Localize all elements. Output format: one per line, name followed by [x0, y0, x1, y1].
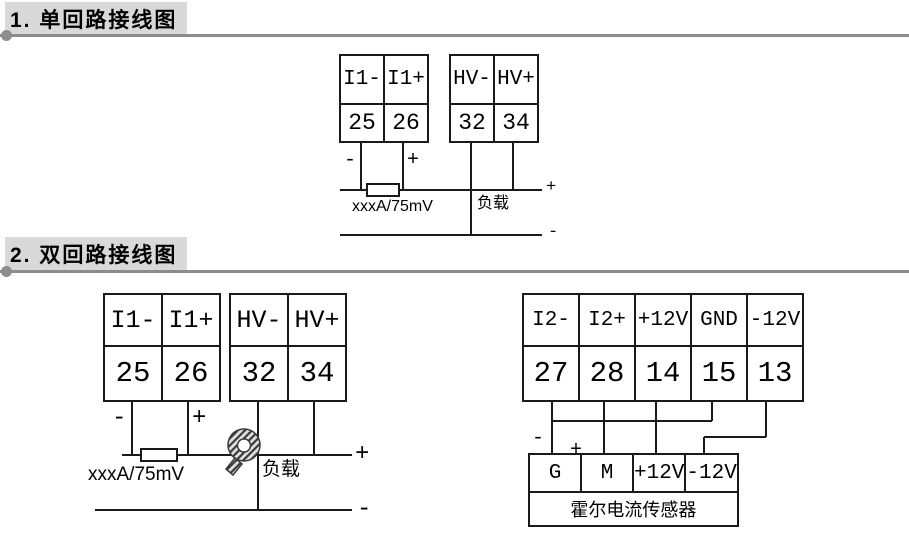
- sensor-terminal-cell: +12V: [631, 453, 687, 493]
- s2-shunt-resistor-symbol: [140, 448, 178, 462]
- terminal-label-cell: I2-: [522, 293, 580, 347]
- terminal-number-cell: 32: [229, 345, 289, 402]
- terminal-label-cell: GND: [690, 293, 748, 347]
- terminal-label-cell: I2+: [578, 293, 636, 347]
- s1-output-minus: -: [548, 223, 559, 242]
- terminal-label-cell: HV-: [449, 54, 495, 105]
- section2-title: 2. 双回路接线图: [5, 237, 188, 272]
- terminal-number-cell: 14: [634, 345, 692, 402]
- s1-load-label: 负载: [477, 195, 510, 212]
- s2-output-plus: +: [355, 441, 370, 468]
- s2-polarity-plus: +: [192, 405, 207, 432]
- terminal-label-row: I1- I1+: [339, 54, 429, 105]
- s1-polarity-plus: +: [407, 149, 420, 172]
- terminal-number-cell: 27: [522, 345, 580, 402]
- terminal-label-row: I1- I1+: [103, 293, 221, 347]
- terminal-number-cell: 15: [690, 345, 748, 402]
- terminal-label-row: HV- HV+: [229, 293, 347, 347]
- terminal-number-cell: 28: [578, 345, 636, 402]
- terminal-label-cell: HV+: [493, 54, 539, 105]
- s1-terminal-block-hv: HV- HV+ 32 34: [449, 54, 539, 143]
- sensor-terminal-cell: G: [528, 453, 582, 493]
- section1-divider: [0, 30, 909, 41]
- terminal-label-cell: I1-: [103, 293, 163, 347]
- s1-output-plus: +: [546, 178, 557, 197]
- hall-sensor-block: G M +12V -12V 霍尔电流传感器: [528, 453, 739, 527]
- sensor-name: 霍尔电流传感器: [528, 491, 739, 527]
- sensor-terminal-cell: -12V: [684, 453, 739, 493]
- terminal-number-row: 32 34: [449, 103, 539, 143]
- s2-sensor-polarity-minus: -: [532, 427, 545, 450]
- terminal-number-cell: 26: [161, 345, 221, 402]
- clamp-handle-icon: [224, 456, 244, 477]
- sensor-terminal-row: G M +12V -12V: [528, 453, 739, 493]
- terminal-label-cell: -12V: [746, 293, 804, 347]
- terminal-label-row: I2- I2+ +12V GND -12V: [522, 293, 804, 347]
- terminal-number-row: 25 26: [339, 103, 429, 143]
- s2-polarity-minus: -: [112, 405, 127, 432]
- sensor-name-row: 霍尔电流传感器: [528, 491, 739, 527]
- terminal-number-cell: 34: [287, 345, 347, 402]
- terminal-number-cell: 32: [449, 103, 495, 143]
- terminal-label-cell: I1-: [339, 54, 385, 105]
- terminal-label-cell: HV-: [229, 293, 289, 347]
- terminal-number-row: 25 26: [103, 345, 221, 402]
- terminal-label-cell: I1+: [161, 293, 221, 347]
- terminal-number-cell: 13: [746, 345, 804, 402]
- terminal-label-cell: +12V: [634, 293, 692, 347]
- s2-load-label: 负载: [262, 459, 301, 480]
- terminal-label-row: HV- HV+: [449, 54, 539, 105]
- s2-left-wires: [95, 399, 352, 511]
- s2-right-wires: [551, 399, 767, 453]
- terminal-number-cell: 25: [103, 345, 163, 402]
- s2-shunt-label: xxxA/75mV: [88, 464, 185, 485]
- section2-divider: [0, 266, 909, 277]
- s1-shunt-label: xxxA/75mV: [352, 198, 433, 215]
- s2-output-minus: -: [357, 496, 372, 523]
- current-clamp-icon: [224, 428, 261, 477]
- terminal-number-row: 27 28 14 15 13: [522, 345, 804, 402]
- terminal-number-row: 32 34: [229, 345, 347, 402]
- s1-terminal-block-i1: I1- I1+ 25 26: [339, 54, 429, 143]
- terminal-number-cell: 26: [383, 103, 429, 143]
- terminal-label-cell: HV+: [287, 293, 347, 347]
- terminal-number-cell: 25: [339, 103, 385, 143]
- s1-shunt-resistor-symbol: [366, 183, 400, 197]
- s2-terminal-block-i2: I2- I2+ +12V GND -12V 27 28 14 15 13: [522, 293, 804, 402]
- s2-terminal-block-hv: HV- HV+ 32 34: [229, 293, 347, 402]
- s1-polarity-minus: -: [344, 149, 357, 172]
- terminal-label-cell: I1+: [383, 54, 429, 105]
- clamp-jaw-icon: [227, 428, 261, 462]
- terminal-number-cell: 34: [493, 103, 539, 143]
- s2-terminal-block-i1: I1- I1+ 25 26: [103, 293, 221, 402]
- s1-wires: [340, 138, 542, 236]
- sensor-terminal-cell: M: [580, 453, 634, 493]
- section1-title: 1. 单回路接线图: [5, 2, 188, 37]
